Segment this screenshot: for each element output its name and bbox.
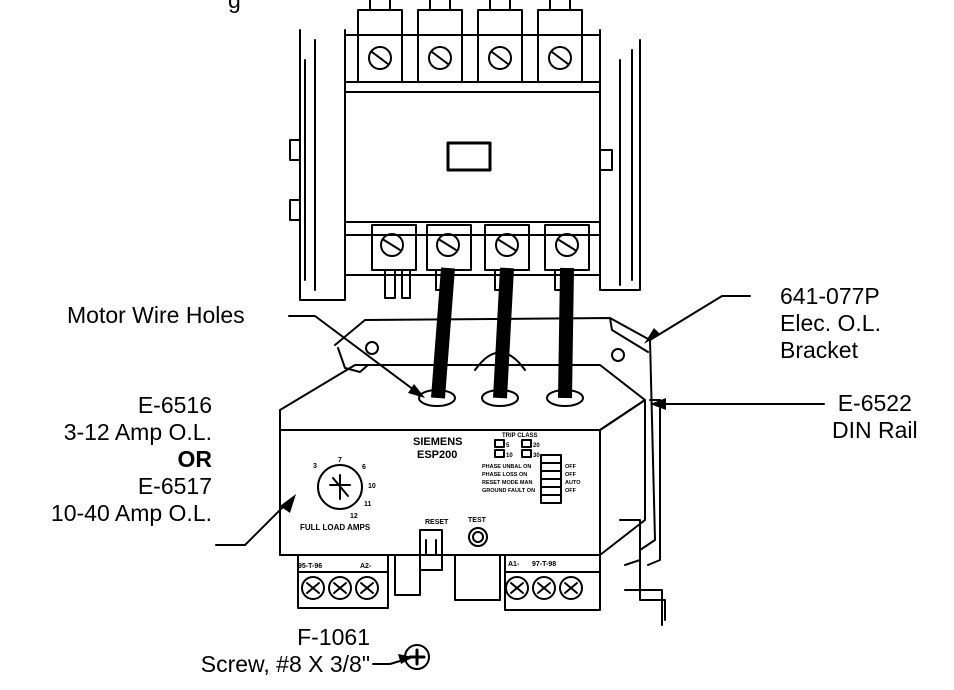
contactor <box>289 0 641 301</box>
bracket-line2: Bracket <box>780 337 858 363</box>
dial-number-3: 6 <box>362 464 366 471</box>
dial-number-2: 7 <box>338 457 342 464</box>
brand-text: SIEMENS <box>413 436 463 448</box>
din-rail-callout: E-6522 DIN Rail <box>832 390 918 444</box>
trip-value-4: 30 <box>533 453 540 459</box>
switch-state-1: OFF <box>565 464 577 470</box>
bottom-terminals <box>371 224 590 271</box>
terminals-left-label: 95-T-96 <box>298 563 322 570</box>
overload-callout: E-6516 3-12 Amp O.L. OR E-6517 10-40 Amp… <box>10 392 212 527</box>
bracket-callout: 641-077P Elec. O.L. Bracket <box>780 283 881 364</box>
switch-state-4: OFF <box>565 488 577 494</box>
overload-desc1: 3-12 Amp O.L. <box>63 419 212 445</box>
dial-number-1: 3 <box>313 463 317 470</box>
terminal-a1-label: A1- <box>508 561 520 568</box>
bracket <box>334 317 666 626</box>
switch-label-3: RESET MODE MAN <box>482 480 532 486</box>
dial-number-4: 10 <box>368 483 376 490</box>
bracket-line1: Elec. O.L. <box>780 310 881 336</box>
dial-number-5: 11 <box>364 501 372 508</box>
screw-callout: F-1061 Screw, #8 X 3/8" <box>80 624 370 678</box>
motor-wires <box>431 267 574 399</box>
switch-label-4: GROUND FAULT ON <box>482 488 535 494</box>
overload-desc2: 10-40 Amp O.L. <box>50 500 212 526</box>
trip-class-text: TRIP CLASS <box>502 433 538 439</box>
overload-relay <box>279 351 646 611</box>
title-fragment: g <box>228 0 241 13</box>
bracket-part-number: 641-077P <box>780 283 880 309</box>
overload-part2: E-6517 <box>137 473 212 499</box>
terminal-a2-label: A2- <box>360 563 372 570</box>
switch-state-3: AUTO <box>565 480 581 486</box>
dial-caption: FULL LOAD AMPS <box>300 523 371 532</box>
terminals-right-label: 97-T-98 <box>532 561 556 568</box>
switch-label-2: PHASE LOSS ON <box>482 472 527 478</box>
overload-or: OR <box>177 446 213 472</box>
device-markings: SIEMENS ESP200 FULL LOAD AMPS 3 7 6 10 1… <box>298 433 581 570</box>
test-label: TEST <box>468 517 487 524</box>
switch-state-2: OFF <box>565 472 577 478</box>
switch-label-1: PHASE UNBAL ON <box>482 464 531 470</box>
din-rail-description: DIN Rail <box>832 417 918 443</box>
trip-value-3: 10 <box>506 453 513 459</box>
overload-part1: E-6516 <box>137 392 212 418</box>
screw-description: Screw, #8 X 3/8" <box>200 651 370 677</box>
model-text: ESP200 <box>417 449 457 461</box>
trip-value-1: 5 <box>506 443 510 449</box>
arrowheads <box>280 328 666 664</box>
top-terminals <box>357 0 583 83</box>
screw-part-number: F-1061 <box>297 624 370 650</box>
din-rail-part-number: E-6522 <box>837 390 912 416</box>
motor-wire-holes-label: Motor Wire Holes <box>67 302 245 328</box>
trip-value-2: 20 <box>533 443 540 449</box>
dial-number-6: 12 <box>350 513 358 520</box>
reset-label: RESET <box>425 519 449 526</box>
